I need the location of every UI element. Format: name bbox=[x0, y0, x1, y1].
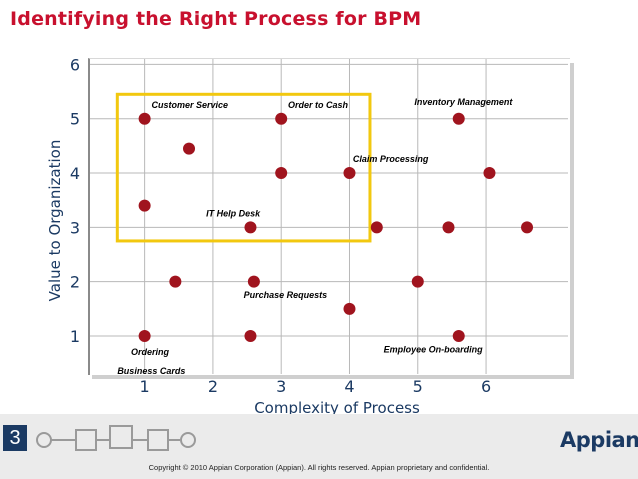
x-tick-label: 3 bbox=[276, 377, 286, 396]
data-point bbox=[138, 329, 151, 342]
y-axis-title: Value to Organization bbox=[46, 140, 64, 302]
data-point bbox=[452, 329, 465, 342]
data-point bbox=[183, 142, 196, 155]
data-point bbox=[343, 302, 356, 315]
data-point bbox=[169, 275, 182, 288]
data-point bbox=[247, 275, 260, 288]
y-tick-label: 1 bbox=[70, 327, 80, 346]
x-tick-label: 6 bbox=[481, 377, 491, 396]
data-point bbox=[275, 112, 288, 125]
data-point bbox=[442, 221, 455, 234]
point-annotation: Business Cards bbox=[117, 366, 185, 376]
point-annotation: IT Help Desk bbox=[206, 209, 261, 219]
copyright-footer: Copyright © 2010 Appian Corporation (App… bbox=[148, 463, 490, 472]
data-point bbox=[343, 167, 356, 180]
data-point bbox=[138, 112, 151, 125]
x-tick-label: 2 bbox=[208, 377, 218, 396]
y-tick-label: 2 bbox=[70, 273, 80, 292]
process-flow-decoration bbox=[36, 425, 196, 451]
y-tick-label: 4 bbox=[70, 164, 80, 183]
data-point bbox=[411, 275, 424, 288]
plot-area bbox=[88, 58, 570, 375]
y-tick-label: 3 bbox=[70, 218, 80, 237]
x-tick-label: 5 bbox=[413, 377, 423, 396]
page-number: 3 bbox=[3, 425, 27, 451]
data-point bbox=[370, 221, 383, 234]
x-axis-title: Complexity of Process bbox=[254, 399, 420, 417]
point-annotation: Order to Cash bbox=[288, 100, 349, 110]
data-point bbox=[138, 199, 151, 212]
data-point bbox=[452, 112, 465, 125]
data-point bbox=[244, 329, 257, 342]
y-tick-label: 6 bbox=[70, 55, 80, 74]
data-point bbox=[275, 167, 288, 180]
point-annotation: Inventory Management bbox=[414, 97, 513, 107]
appian-logo: Appian bbox=[560, 428, 638, 452]
x-tick-label: 1 bbox=[140, 377, 150, 396]
y-tick-label: 5 bbox=[70, 110, 80, 129]
point-annotation: Ordering bbox=[131, 347, 170, 357]
x-tick-label: 4 bbox=[344, 377, 354, 396]
footer-band bbox=[0, 414, 638, 479]
data-point bbox=[244, 221, 257, 234]
slide-title: Identifying the Right Process for BPM bbox=[10, 8, 422, 30]
highlight-region-box bbox=[115, 92, 372, 243]
point-annotation: Employee On-boarding bbox=[384, 344, 484, 354]
point-annotation: Purchase Requests bbox=[244, 290, 328, 300]
point-annotation: Customer Service bbox=[151, 100, 228, 110]
data-point bbox=[483, 167, 496, 180]
data-point bbox=[521, 221, 534, 234]
point-annotation: Claim Processing bbox=[353, 154, 429, 164]
